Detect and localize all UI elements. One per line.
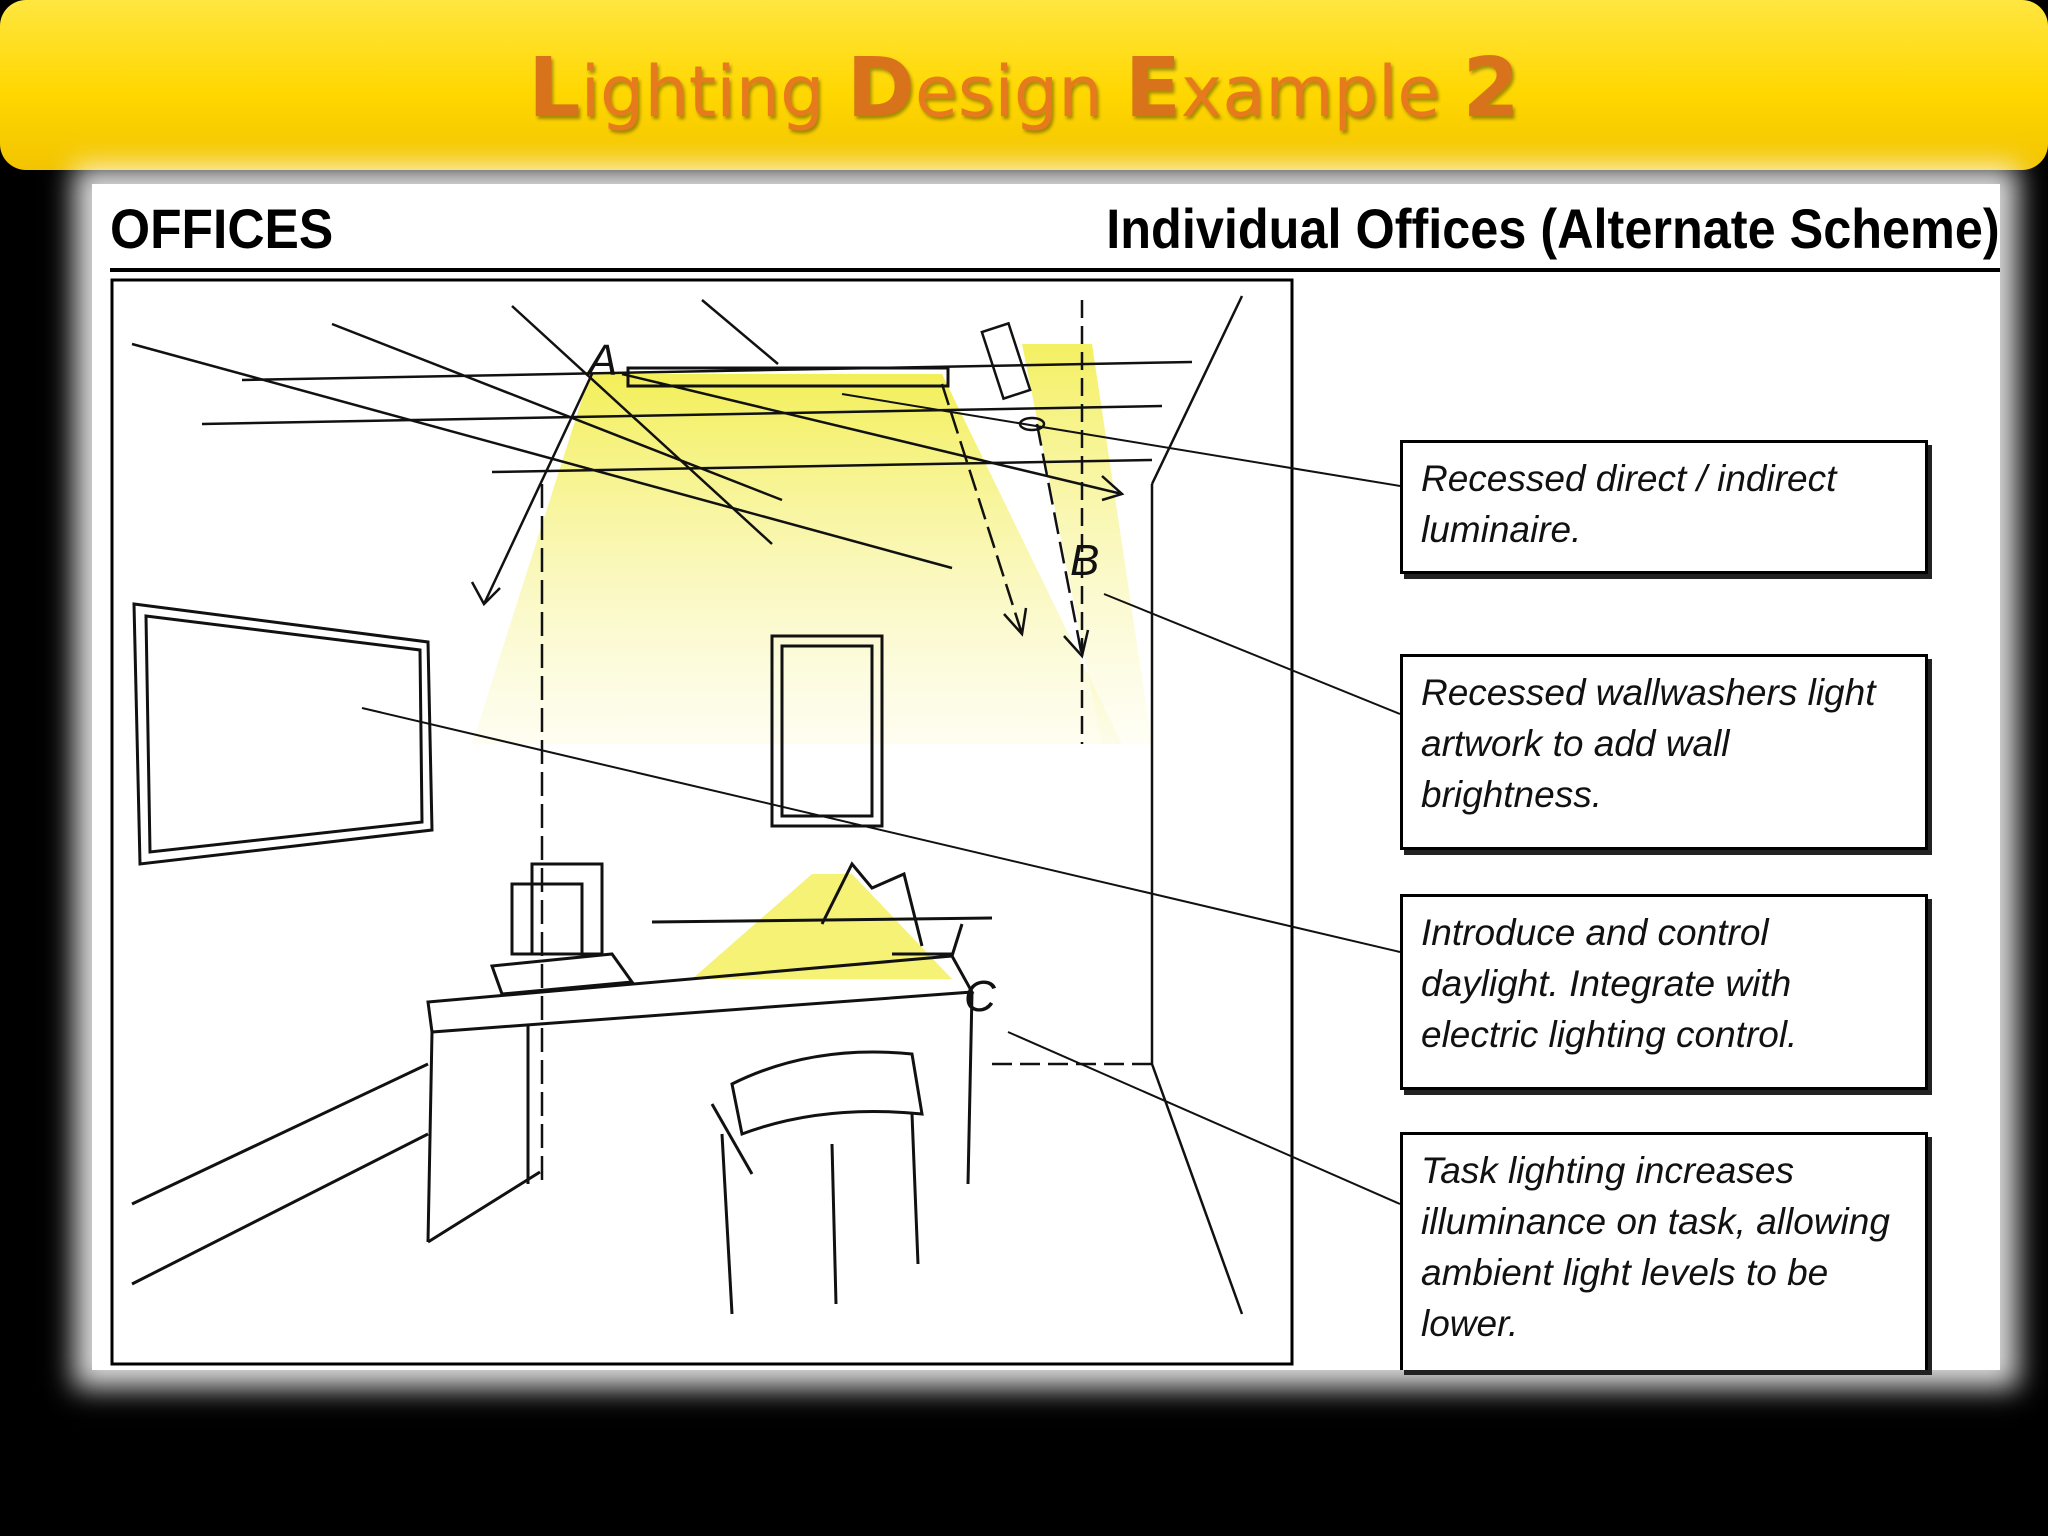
callout-wallwashers: Recessed wallwashers light artwork to ad… — [1400, 654, 1928, 850]
title-cap-l: L — [528, 41, 581, 136]
title-rest-xample: xample — [1180, 51, 1463, 133]
desk-sketch — [131, 861, 993, 1315]
leader-lines — [361, 393, 1401, 1205]
window-sketch — [132, 602, 434, 866]
office-sketch — [110, 278, 1401, 1366]
light-arrows — [470, 372, 1125, 659]
title-number: 2 — [1462, 41, 1520, 136]
ceiling-lines — [131, 295, 1244, 1315]
marker-a: A — [588, 336, 618, 385]
heading-rule — [110, 268, 2000, 272]
callout-task-lighting: Task lighting increases illuminance on t… — [1400, 1132, 1928, 1370]
marker-b: B — [1070, 536, 1100, 585]
wallwasher-glow — [1022, 344, 1152, 744]
luminaire-glow — [472, 374, 1122, 744]
slide-title: Lighting Design Example 2 — [0, 44, 2048, 137]
section-heading: OFFICES — [110, 197, 334, 260]
callout-daylight: Introduce and control daylight. Integrat… — [1400, 894, 1928, 1090]
task-light-glow — [692, 874, 952, 979]
title-rest-esign: esign — [914, 51, 1125, 133]
sketch-frame — [110, 278, 1294, 1366]
title-bar: Lighting Design Example 2 — [0, 0, 2048, 170]
title-rest-ighting: ighting — [580, 51, 847, 133]
title-cap-d: D — [846, 41, 915, 136]
callout-recessed-luminaire: Recessed direct / indirect luminaire. — [1400, 440, 1928, 574]
marker-c: C — [964, 972, 996, 1021]
artwork-sketch — [770, 634, 884, 828]
scheme-heading: Individual Offices (Alternate Scheme) — [1106, 197, 2000, 260]
title-cap-e: E — [1124, 41, 1181, 136]
diagram-panel: OFFICES Individual Offices (Alternate Sc… — [92, 184, 2000, 1370]
